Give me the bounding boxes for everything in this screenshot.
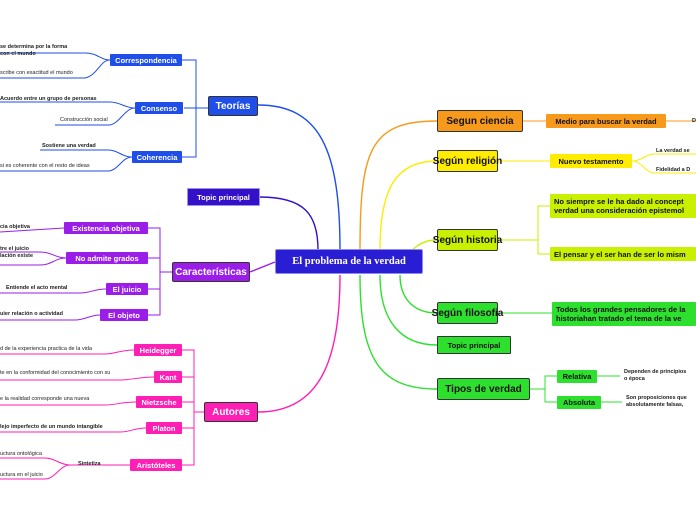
leaf-coherencia-2: si es coherente con el resto de ideas <box>0 163 90 169</box>
link-teorias <box>257 104 341 251</box>
link-topic-left <box>259 196 319 251</box>
node-historia-concepto[interactable]: No siempre se le ha dado al concept verd… <box>550 194 696 218</box>
node-nuevo-testamento[interactable]: Nuevo testamento <box>550 154 632 168</box>
link-caracteristicas <box>249 261 276 273</box>
node-aristoteles[interactable]: Aristóteles <box>130 459 182 471</box>
node-kant[interactable]: Kant <box>154 371 182 383</box>
node-el-juicio[interactable]: El juicio <box>106 283 148 295</box>
leaf-correspondencia-1b: con el mundo <box>0 51 36 57</box>
node-topic-principal-right[interactable]: Topic principal <box>437 336 511 354</box>
node-absoluta[interactable]: Absoluta <box>557 396 601 409</box>
branch-segun-ciencia[interactable]: Segun ciencia <box>437 110 523 132</box>
node-historia-pensar-ser[interactable]: El pensar y el ser han de ser lo mism <box>550 247 696 261</box>
leaf-correspondencia-1: se determina por la forma <box>0 44 68 50</box>
branch-segun-religion[interactable]: Según religión <box>433 150 502 172</box>
leaf-no-admite-1: tre el juicio <box>0 246 30 252</box>
leaf-juicio: Entiende el acto mental <box>6 285 68 291</box>
leaf-consenso-1: Acuerdo entre un grupo de personas <box>0 96 97 102</box>
node-relativa[interactable]: Relativa <box>557 370 597 383</box>
branch-caracteristicas[interactable]: Características <box>172 262 250 282</box>
leaf-coherencia-1: Sostiene una verdad <box>42 143 96 149</box>
leaf-kant: te en la conformidad del conocimiento co… <box>0 370 111 376</box>
central-topic[interactable]: El problema de la verdad <box>275 249 423 274</box>
leaf-no-admite-2: lación existe <box>0 253 34 259</box>
node-consenso[interactable]: Consenso <box>135 102 183 114</box>
link-tipos <box>359 274 438 390</box>
node-nietzsche[interactable]: Nietzsche <box>136 396 182 408</box>
leaf-religion-2: Fidelidad a D <box>656 167 691 173</box>
link-autores <box>257 274 341 413</box>
leaf-existencia: cia objetiva <box>0 224 30 230</box>
leaf-nietzsche: e la realidad corresponde una nueva <box>0 396 90 402</box>
branch-segun-filosofia[interactable]: Según filosofia <box>432 302 503 324</box>
leaf-sintetiza: Sintetiza <box>78 461 101 467</box>
node-medio-verdad[interactable]: Medio para buscar la verdad <box>546 114 666 128</box>
leaf-consenso-2: Construcción social <box>60 117 108 123</box>
leaf-aristoteles-2: uctura en el juicio <box>0 472 43 478</box>
leaf-correspondencia-2: scribe con exactitud el mundo <box>0 70 73 76</box>
leaf-heidegger: d de la experiencia practica de la vida <box>0 346 93 352</box>
node-topic-principal-left[interactable]: Topic principal <box>187 188 260 206</box>
node-correspondencia[interactable]: Correspondencia <box>110 54 182 66</box>
link-ciencia <box>359 120 438 251</box>
node-el-objeto[interactable]: El objeto <box>100 309 148 321</box>
leaf-objeto: uier relación o actividad <box>0 311 63 317</box>
leaf-platon: lejo imperfecto de un mundo intangible <box>0 424 103 430</box>
node-platon[interactable]: Platon <box>146 422 182 434</box>
branch-tipos-verdad[interactable]: Tipos de verdad <box>437 378 530 400</box>
leaf-religion-1: La verdad se <box>656 148 690 154</box>
leaf-absoluta-1: Son proposiciones que <box>626 395 687 401</box>
leaf-ciencia: D <box>692 118 696 124</box>
branch-teorias[interactable]: Teorías <box>208 96 258 116</box>
node-filosofia-pensadores[interactable]: Todos los grandes pensadores de la histo… <box>552 302 696 326</box>
node-no-admite-grados[interactable]: No admite grados <box>66 252 148 264</box>
leaf-absoluta-2: absolutamente falsas, <box>626 402 684 408</box>
link-topic-right <box>379 274 438 346</box>
link-filosofia <box>399 274 438 314</box>
node-existencia-objetiva[interactable]: Existencia objetiva <box>64 222 148 234</box>
node-heidegger[interactable]: Heidegger <box>134 344 182 356</box>
branch-autores[interactable]: Autores <box>204 402 258 422</box>
link-religion <box>379 160 438 251</box>
node-coherencia[interactable]: Coherencia <box>132 151 182 163</box>
leaf-relativa-2: o época <box>624 376 645 382</box>
leaf-relativa-1: Dependen de principios <box>624 369 687 375</box>
leaf-aristoteles-1: uctura ontológica <box>0 451 42 457</box>
branch-segun-historia[interactable]: Según historia <box>433 229 502 251</box>
